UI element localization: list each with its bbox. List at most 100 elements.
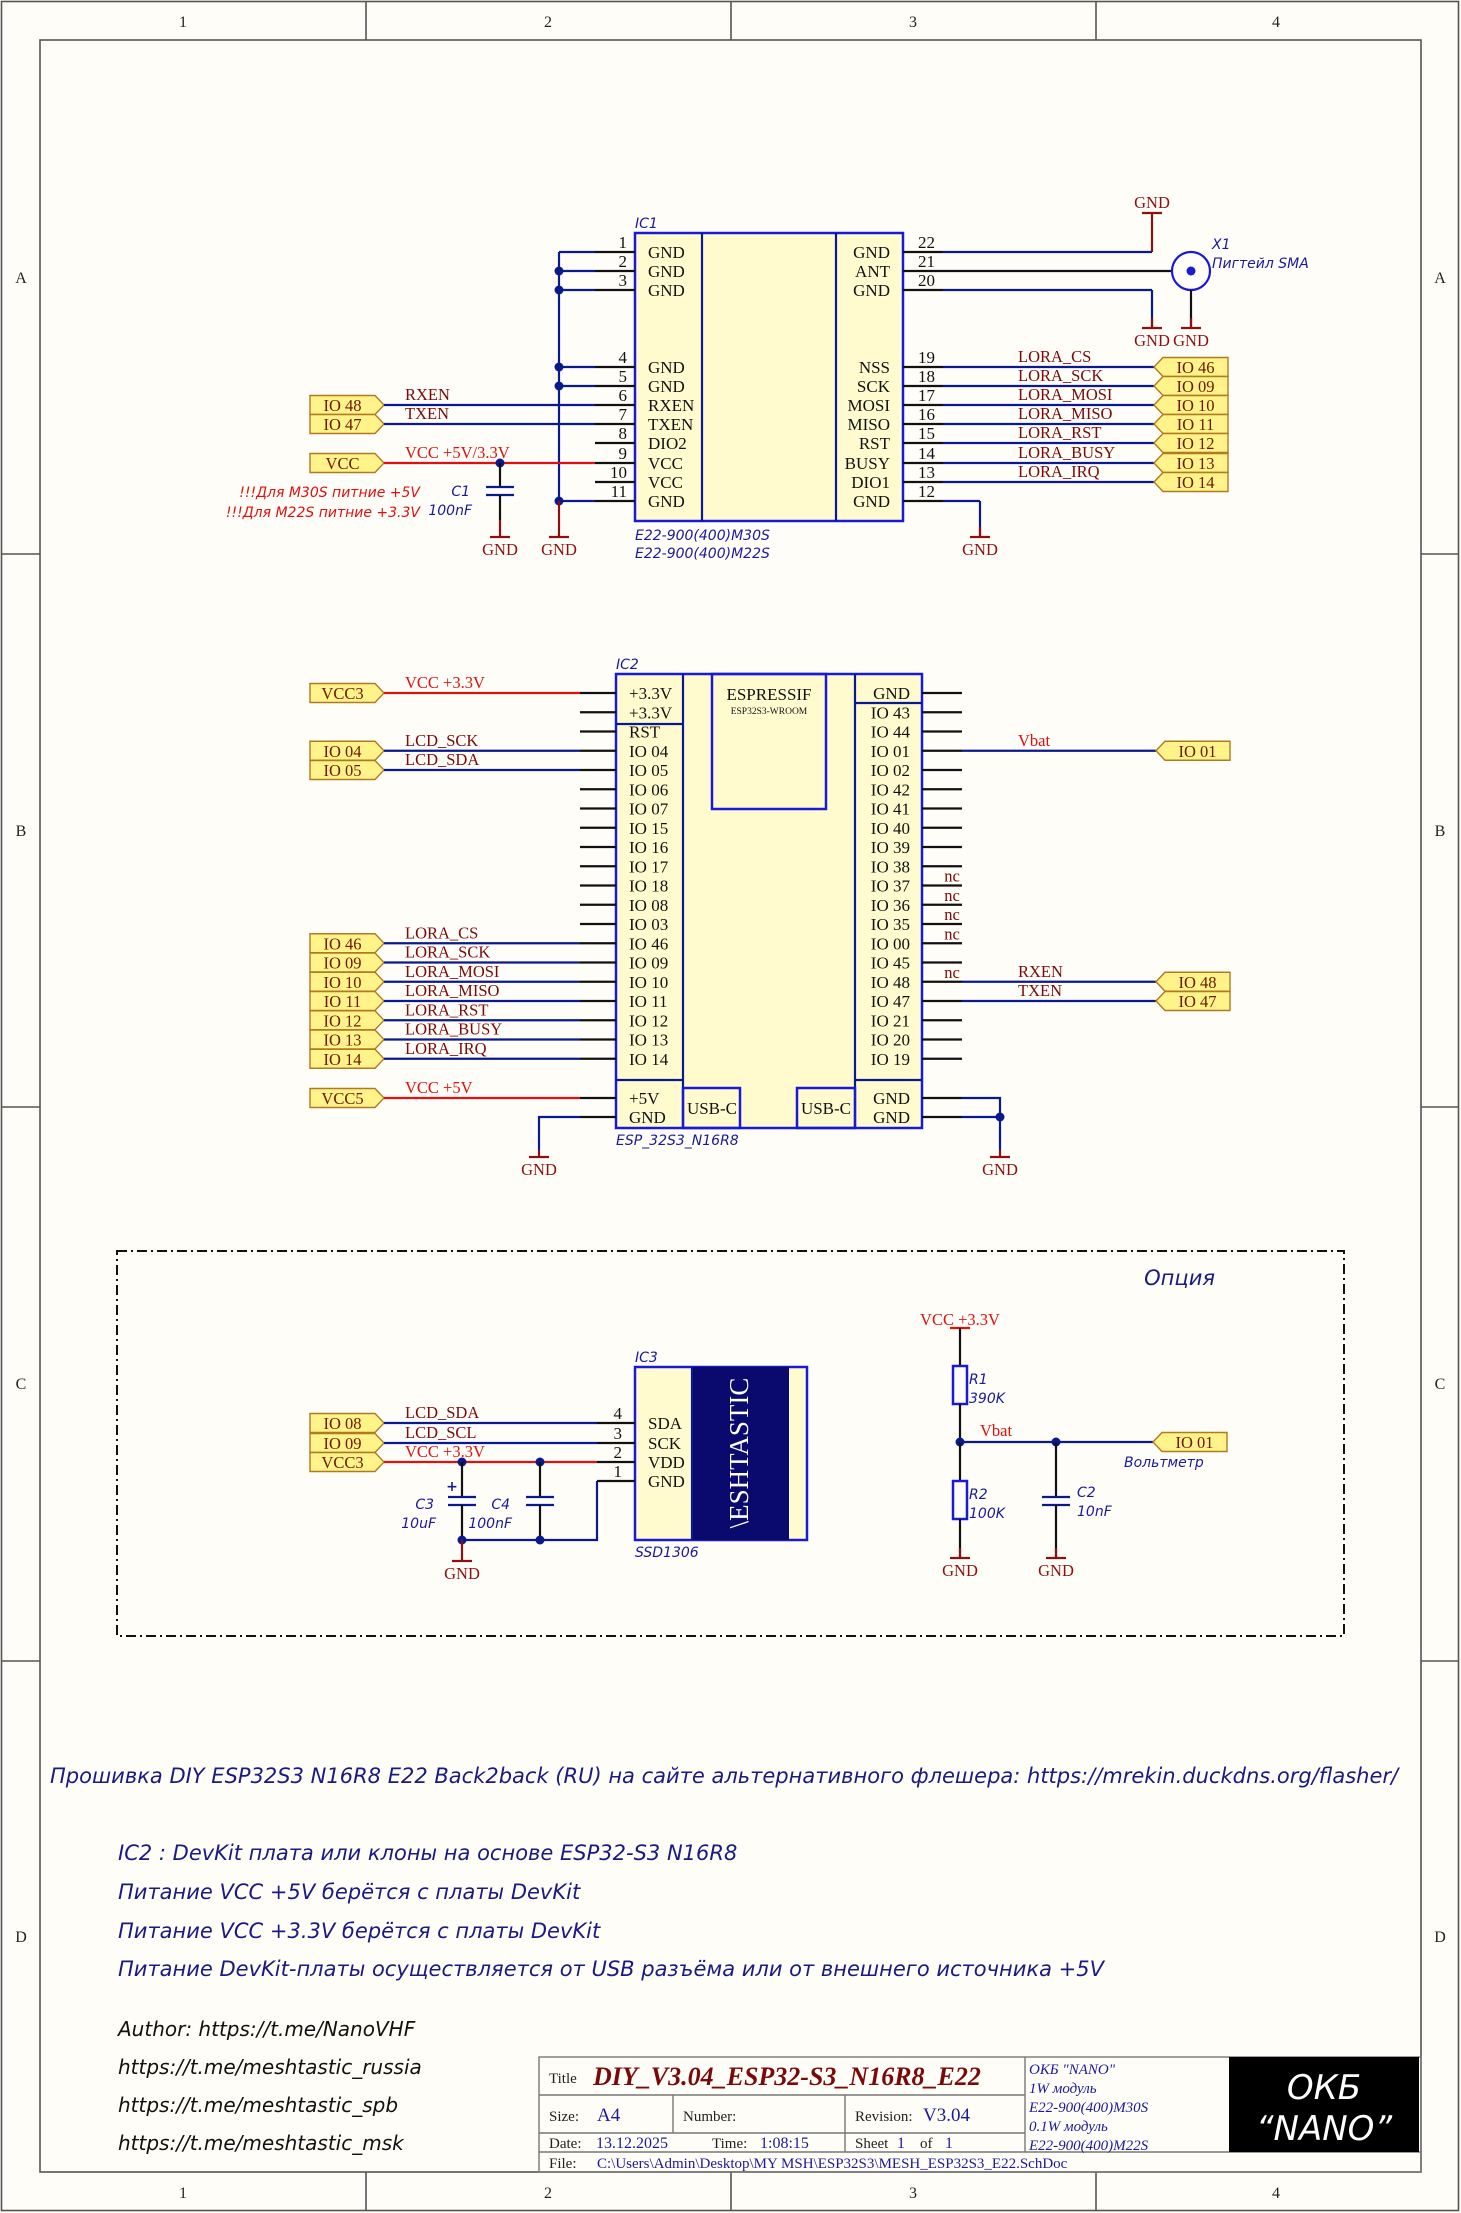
pin-name: IO 36 bbox=[871, 896, 910, 915]
port-shape bbox=[309, 394, 385, 416]
pin-name: IO 18 bbox=[629, 877, 668, 896]
note-line: Питание DevKit-платы осуществляется от U… bbox=[118, 1957, 1106, 1981]
net-port[interactable]: IO 14 bbox=[1153, 471, 1229, 493]
net-port[interactable]: IO 09 bbox=[309, 1432, 385, 1454]
port-label: IO 46 bbox=[1176, 358, 1214, 377]
time-value: 1:08:15 bbox=[760, 2135, 809, 2152]
pin-name: IO 06 bbox=[629, 780, 668, 799]
net-port[interactable]: IO 47 bbox=[309, 413, 385, 435]
pin-name: IO 00 bbox=[871, 934, 910, 953]
notes-block: Прошивка DIY ESP32S3 N16R8 E22 Back2back… bbox=[50, 1764, 1400, 2155]
channel-link[interactable]: https://t.me/meshtastic_russia bbox=[118, 2055, 422, 2079]
junction-dot bbox=[554, 285, 564, 295]
sheet-value: 1 bbox=[897, 2135, 905, 2152]
net-port[interactable]: IO 08 bbox=[309, 1412, 385, 1434]
pin-name: IO 20 bbox=[871, 1031, 910, 1050]
c2-value: 10nF bbox=[1077, 1504, 1113, 1520]
pin-name: IO 13 bbox=[629, 1031, 668, 1050]
channel-link[interactable]: https://t.me/meshtastic_msk bbox=[118, 2131, 405, 2155]
net-label: RXEN bbox=[1018, 962, 1063, 981]
author-link[interactable]: Author: https://t.me/NanoVHF bbox=[116, 2017, 416, 2041]
port-shape bbox=[1153, 375, 1229, 397]
net-port[interactable]: VCC5 bbox=[309, 1087, 385, 1109]
file-label: File: bbox=[549, 2156, 577, 2172]
c1-value: 100nF bbox=[428, 503, 473, 519]
net-label: VCC +5V bbox=[405, 1078, 473, 1097]
pin-number: 1 bbox=[614, 1462, 623, 1481]
time-label: Time: bbox=[712, 2136, 747, 2152]
pin-number: 1 bbox=[619, 233, 628, 252]
zone-column-label: 1 bbox=[179, 14, 187, 31]
pin-number: 5 bbox=[619, 367, 628, 386]
net-port[interactable]: IO 14 bbox=[309, 1048, 385, 1069]
net-port[interactable]: VCC3 bbox=[309, 1451, 385, 1473]
org-line: 1W модуль bbox=[1029, 2081, 1097, 2097]
pin-name: GND bbox=[853, 492, 890, 511]
gnd-label: GND bbox=[1134, 331, 1170, 350]
net-port[interactable]: IO 11 bbox=[309, 990, 385, 1012]
net-port[interactable]: IO 10 bbox=[309, 971, 385, 992]
channel-link[interactable]: https://t.me/meshtastic_spb bbox=[118, 2093, 398, 2117]
net-port[interactable]: IO 09 bbox=[309, 952, 385, 973]
pin-name: GND bbox=[873, 1108, 910, 1127]
port-shape bbox=[309, 952, 385, 973]
firmware-note: Прошивка DIY ESP32S3 N16R8 E22 Back2back… bbox=[50, 1764, 1400, 1788]
pin-name: GND bbox=[853, 243, 890, 262]
x1-label: Пигтейл SMA bbox=[1212, 256, 1309, 272]
net-port[interactable]: IO 01 bbox=[1152, 1431, 1228, 1453]
net-label: RXEN bbox=[405, 385, 450, 404]
net-port[interactable]: IO 04 bbox=[309, 740, 385, 761]
pin-name: GND bbox=[853, 281, 890, 300]
pin-number: 4 bbox=[614, 1404, 623, 1423]
sheets-total: 1 bbox=[945, 2135, 953, 2152]
port-label: VCC3 bbox=[321, 1453, 363, 1472]
port-shape bbox=[309, 1029, 385, 1050]
zone-row-label: A bbox=[1434, 270, 1446, 287]
pin-name: RST bbox=[629, 723, 661, 742]
pin-name: IO 41 bbox=[871, 800, 910, 819]
net-port[interactable]: VCC bbox=[309, 452, 385, 474]
pin-name: VDD bbox=[648, 1453, 685, 1472]
net-label: VCC +3.3V bbox=[405, 1442, 485, 1461]
net-label: LORA_MISO bbox=[1018, 404, 1113, 423]
pin-number: 13 bbox=[918, 463, 935, 482]
port-shape bbox=[1153, 452, 1229, 474]
pin-name: GND bbox=[648, 377, 685, 396]
net-port[interactable]: IO 13 bbox=[1153, 452, 1229, 474]
net-port[interactable]: IO 48 bbox=[309, 394, 385, 416]
pin-name: IO 07 bbox=[629, 800, 669, 819]
net-label: LORA_SCK bbox=[1018, 366, 1103, 385]
port-shape bbox=[309, 990, 385, 1012]
net-port[interactable]: IO 05 bbox=[309, 759, 385, 781]
net-port[interactable]: IO 10 bbox=[1153, 394, 1229, 416]
option-title: Опция bbox=[1144, 1266, 1215, 1290]
pin-name: BUSY bbox=[845, 454, 890, 473]
net-port[interactable]: IO 12 bbox=[309, 1010, 385, 1031]
net-port[interactable]: VCC3 bbox=[309, 682, 385, 704]
net-port[interactable]: IO 09 bbox=[1153, 375, 1229, 397]
net-port[interactable]: IO 01 bbox=[1155, 740, 1231, 761]
net-port[interactable]: IO 46 bbox=[1153, 356, 1229, 378]
pin-name: IO 10 bbox=[629, 973, 668, 992]
pin-name: IO 48 bbox=[871, 973, 910, 992]
nc-label: nc bbox=[944, 963, 960, 982]
net-port[interactable]: IO 11 bbox=[1153, 413, 1229, 435]
pin-name: MOSI bbox=[847, 396, 890, 415]
net-port[interactable]: IO 13 bbox=[309, 1029, 385, 1050]
net-port[interactable]: IO 46 bbox=[309, 933, 385, 954]
pin-number: 6 bbox=[619, 386, 628, 405]
pin-name: +5V bbox=[629, 1089, 660, 1108]
ic2-designator: IC2 bbox=[616, 657, 639, 673]
port-label: IO 13 bbox=[1176, 454, 1214, 473]
net-label: LORA_CS bbox=[1018, 347, 1091, 366]
net-port[interactable]: IO 47 bbox=[1155, 990, 1231, 1012]
polarity-mark: + bbox=[446, 1479, 458, 1495]
net-label: LCD_SDA bbox=[405, 750, 479, 769]
revision-label: Revision: bbox=[855, 2109, 913, 2125]
pin-name: GND bbox=[873, 1089, 910, 1108]
pin-name: IO 12 bbox=[629, 1011, 668, 1030]
net-port[interactable]: IO 12 bbox=[1153, 432, 1229, 454]
module-brand: ESPRESSIF bbox=[726, 685, 811, 704]
net-port[interactable]: IO 48 bbox=[1155, 971, 1231, 992]
